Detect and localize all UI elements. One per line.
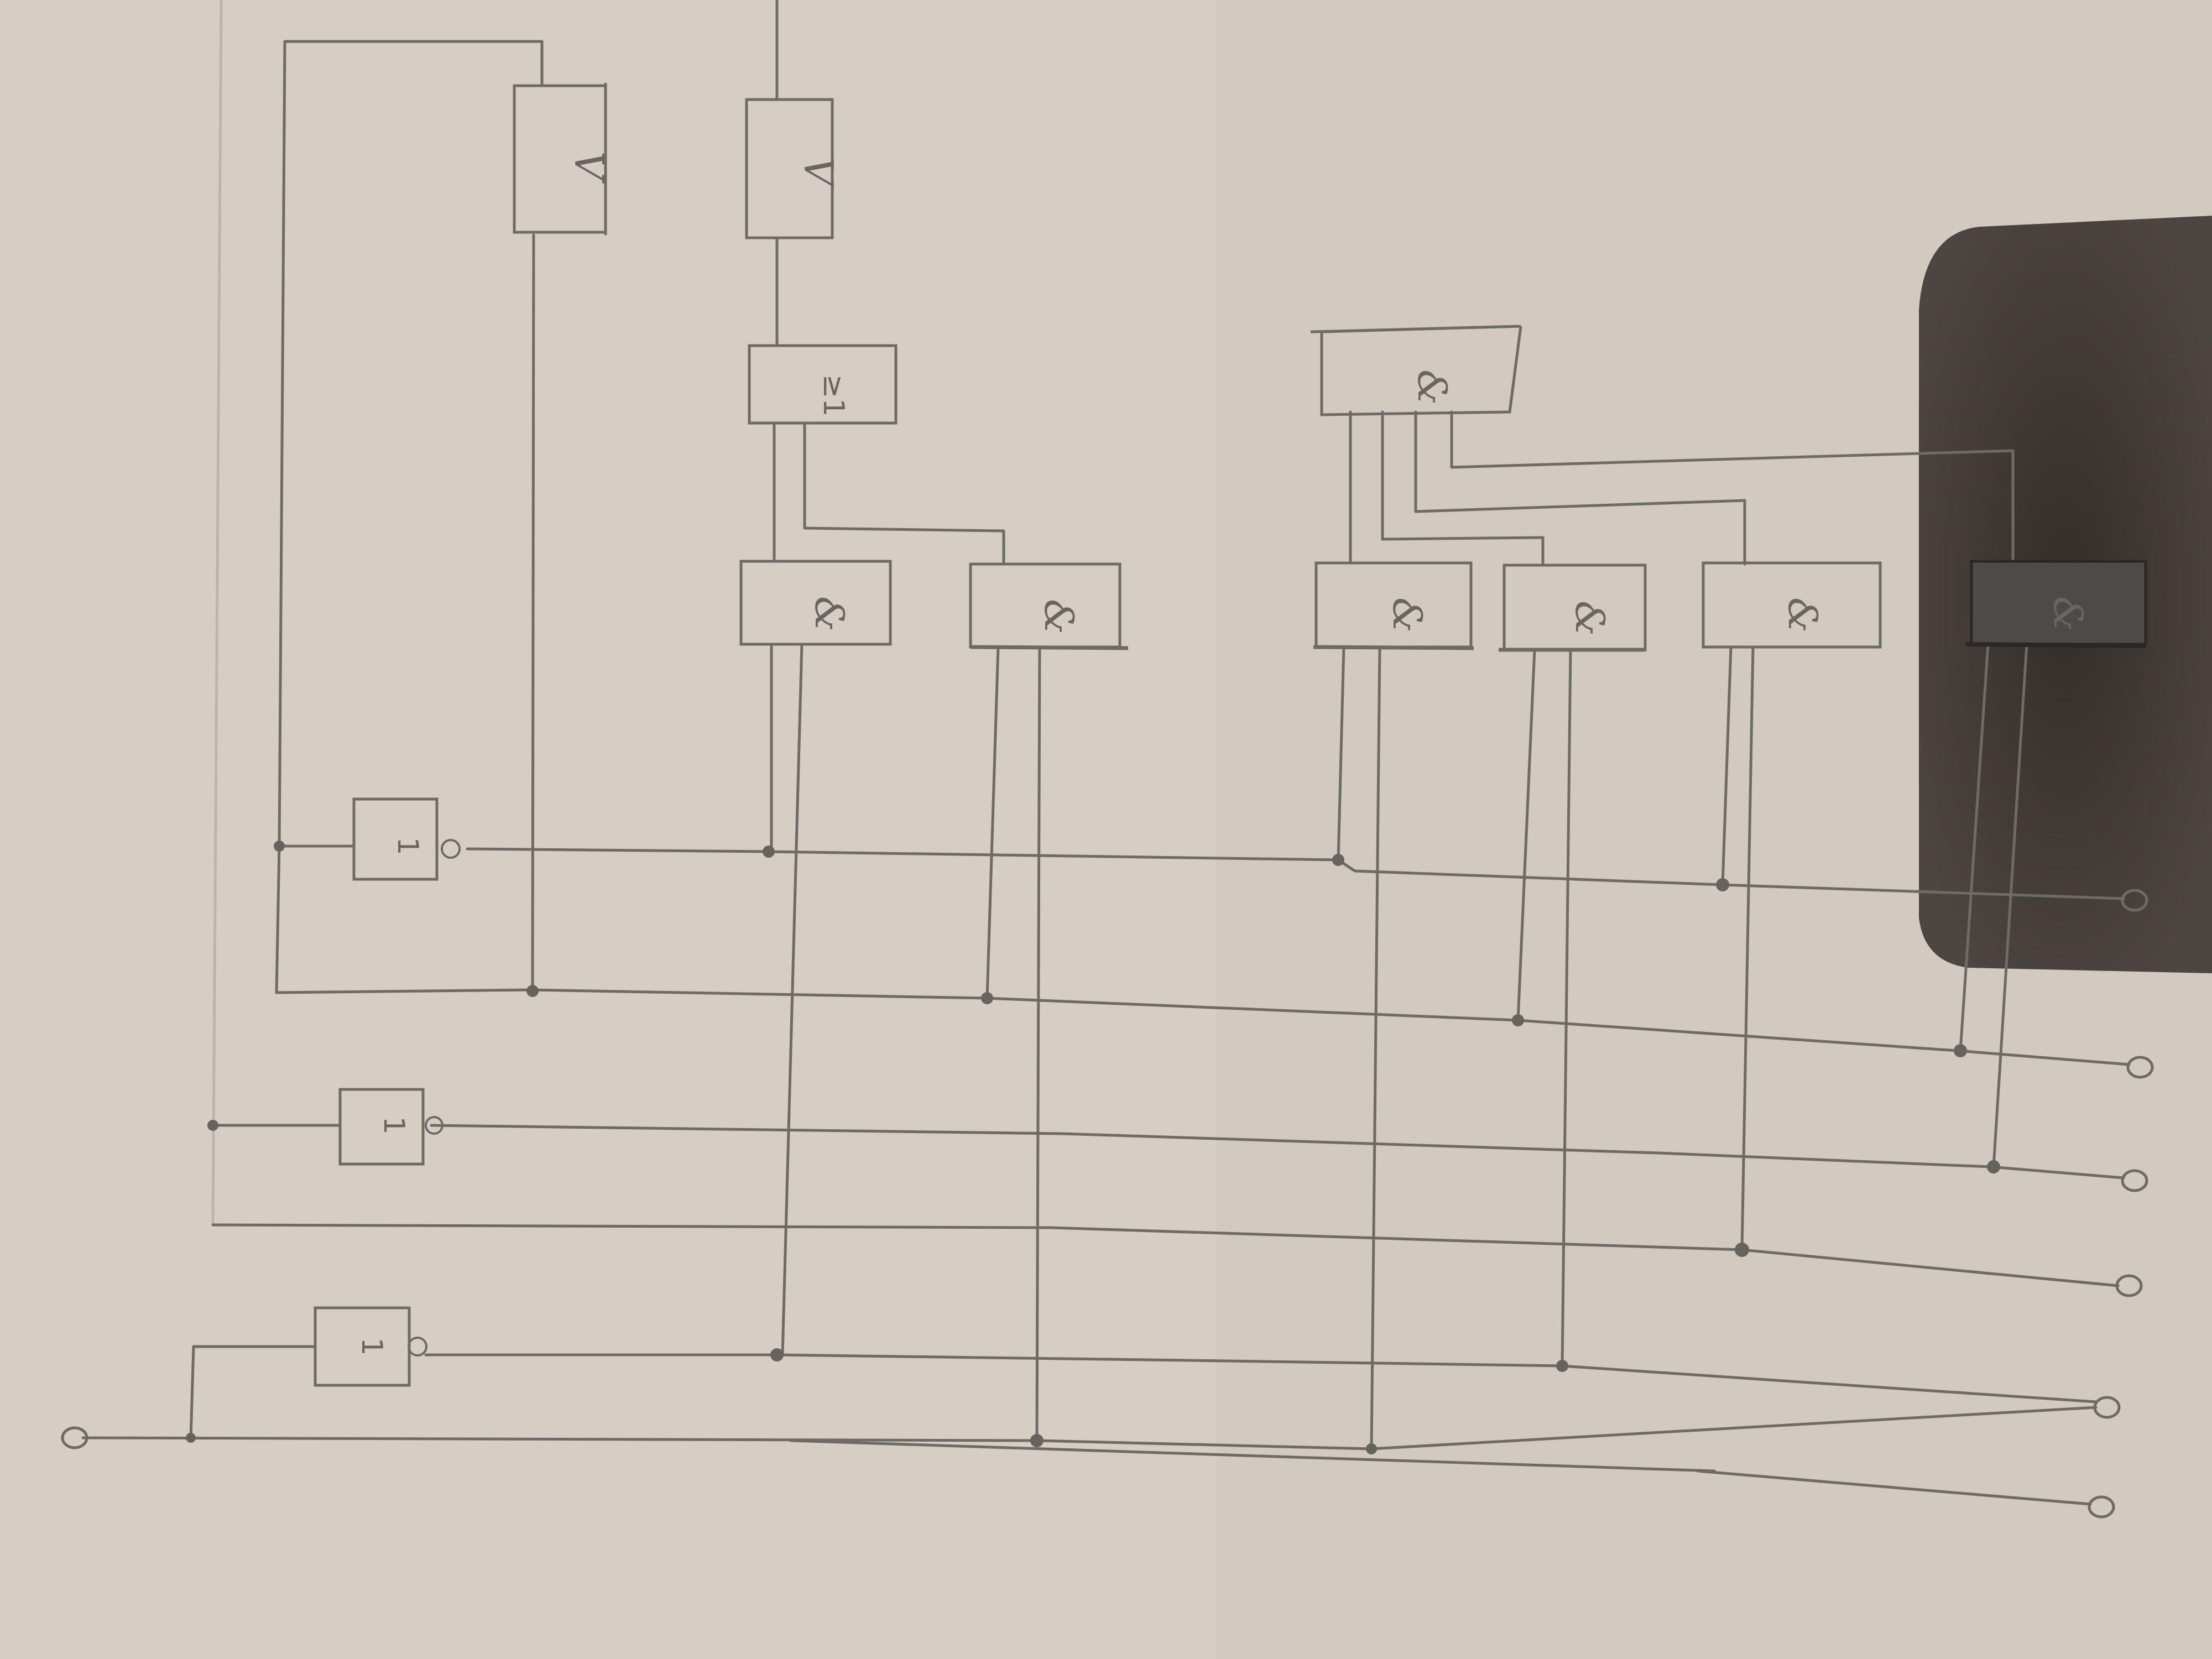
junction bbox=[1030, 1434, 1044, 1447]
terminal-out-6[interactable] bbox=[2088, 1495, 2115, 1519]
terminal-out-5[interactable] bbox=[2093, 1396, 2121, 1419]
gate-label: & bbox=[1780, 597, 1826, 633]
gate-and-5: & bbox=[1702, 561, 1882, 649]
wire-and3-a bbox=[1337, 645, 1345, 862]
gate-label: 1 bbox=[355, 1337, 388, 1355]
gate-label: & bbox=[2045, 596, 2091, 632]
gate-label: & bbox=[1567, 601, 1613, 636]
gate-label: 1 bbox=[377, 1116, 410, 1134]
gate-label: 1 bbox=[391, 837, 424, 855]
wire-and6-b bbox=[1992, 643, 2028, 1168]
bus-7-lead bbox=[789, 1439, 1716, 1473]
junction bbox=[1556, 1360, 1568, 1372]
junction bbox=[186, 1433, 196, 1443]
terminals bbox=[61, 889, 2154, 1519]
wire-top-loop bbox=[275, 40, 544, 994]
gate-label: V bbox=[795, 157, 842, 190]
gate-or-top-right: V bbox=[745, 98, 842, 239]
wires bbox=[81, 0, 2131, 1506]
junction bbox=[1716, 878, 1729, 891]
wire-and6-a bbox=[1959, 643, 1990, 1052]
paper-margin-line bbox=[211, 0, 223, 1225]
junction bbox=[981, 992, 993, 1004]
gate-and-big: & bbox=[1310, 325, 1522, 416]
gate-label: ≥1 bbox=[817, 374, 850, 417]
paper-highlight bbox=[0, 0, 1217, 1659]
bus-2 bbox=[275, 988, 2131, 1066]
gate-label: & bbox=[806, 596, 853, 632]
wire-not3-in bbox=[189, 1345, 317, 1439]
wire-and2-a bbox=[985, 645, 1000, 1000]
bus-1 bbox=[466, 847, 2125, 900]
junction bbox=[1987, 1160, 2000, 1173]
wire-big-and-in4 bbox=[1450, 410, 2015, 563]
wire-and5-b bbox=[1740, 645, 1755, 1251]
gate-label: & bbox=[1384, 597, 1431, 633]
wire-or-left-down bbox=[531, 233, 535, 993]
junction bbox=[1512, 1014, 1524, 1026]
bus-7 bbox=[1696, 1469, 2092, 1506]
junction bbox=[1954, 1044, 1967, 1057]
terminal-in[interactable] bbox=[61, 1426, 88, 1449]
wire-big-and-in3 bbox=[1414, 410, 1746, 566]
junction bbox=[274, 841, 285, 852]
gate-and-6: & bbox=[1965, 560, 2147, 648]
gate-not-1: 1 bbox=[352, 797, 461, 881]
bus-6 bbox=[81, 1406, 2098, 1451]
gate-or-top-left: V bbox=[513, 83, 612, 235]
gate-label: & bbox=[1036, 599, 1082, 634]
bus-5 bbox=[424, 1353, 2098, 1404]
bus-4 bbox=[211, 1223, 2120, 1287]
gate-and-3: & bbox=[1313, 561, 1474, 650]
junction-dots bbox=[186, 841, 2000, 1454]
junction bbox=[763, 846, 775, 858]
terminal-out-4[interactable] bbox=[2115, 1274, 2143, 1297]
wire-and5-a bbox=[1721, 645, 1733, 886]
gate-and-2: & bbox=[969, 562, 1129, 650]
junction bbox=[526, 985, 539, 997]
wire-and4-a bbox=[1516, 648, 1536, 1022]
gate-ge1: ≥1 bbox=[748, 344, 898, 425]
gate-and-4: & bbox=[1499, 564, 1647, 652]
terminal-out-1[interactable] bbox=[2121, 889, 2148, 912]
wire-and3-b bbox=[1370, 645, 1381, 1451]
junction bbox=[1735, 1243, 1749, 1257]
terminal-out-3[interactable] bbox=[2121, 1169, 2148, 1192]
gate-not-2: 1 bbox=[338, 1088, 444, 1166]
wire-big-and-in2 bbox=[1381, 410, 1545, 567]
gate-label: & bbox=[1409, 369, 1455, 405]
terminal-out-2[interactable] bbox=[2126, 1056, 2154, 1079]
gate-label: V bbox=[566, 152, 612, 184]
wire-and2-b bbox=[1035, 645, 1041, 1439]
bus-3 bbox=[430, 1124, 2125, 1180]
junction bbox=[1332, 854, 1344, 866]
gate-and-1: & bbox=[739, 560, 892, 646]
gate-not-3: 1 bbox=[314, 1306, 427, 1387]
junction bbox=[1366, 1443, 1377, 1454]
junction bbox=[770, 1348, 784, 1361]
wire-and1-b bbox=[781, 643, 804, 1357]
junction bbox=[207, 1120, 218, 1131]
wire-and4-b bbox=[1561, 648, 1572, 1368]
wire-ge1-and2 bbox=[803, 421, 1005, 566]
